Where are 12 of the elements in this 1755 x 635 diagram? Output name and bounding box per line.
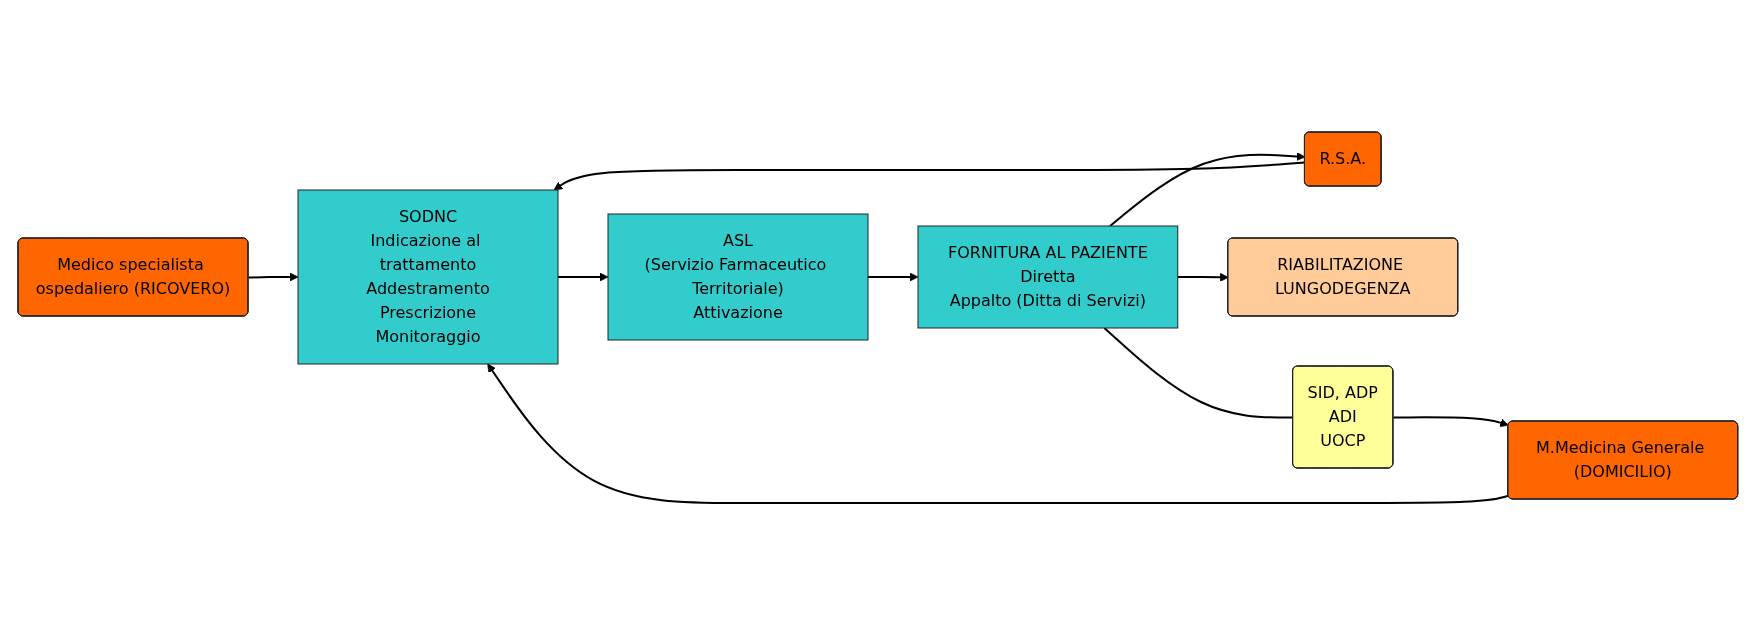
arrow — [247, 272, 298, 282]
arrow — [553, 161, 1306, 191]
node-box: SODNC Indicazione al trattamento Addestramento Prescrizione Monitoraggio — [297, 189, 559, 365]
arrow — [486, 363, 1510, 504]
arrow — [1392, 416, 1509, 427]
arrow — [866, 272, 919, 282]
arrow — [1108, 152, 1305, 227]
node-box: FORNITURA AL PAZIENTE Diretta Appalto (Ditta di Servizi) — [917, 225, 1178, 329]
arrow — [1176, 272, 1229, 282]
node-box: ASL (Servizio Farmaceutico Territoriale) Attivazione — [607, 213, 869, 341]
connector — [1102, 327, 1294, 419]
arrow — [556, 272, 609, 282]
